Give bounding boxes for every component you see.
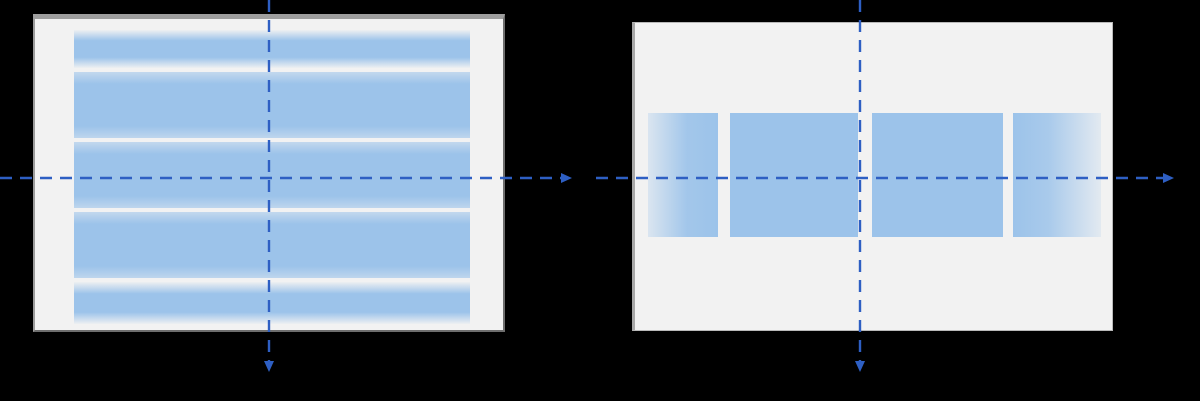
content-row-4 [74,212,470,278]
document-thumbnail-columns [632,22,1113,331]
content-column-4 [1013,113,1101,237]
content-column-2 [730,113,858,237]
content-row-2 [74,72,470,138]
content-row-3 [74,142,470,208]
content-column-3 [872,113,1003,237]
document-thumbnail-rows [33,14,505,332]
content-row-5 [74,282,470,324]
content-row-1 [74,30,470,68]
content-column-1 [648,113,718,237]
